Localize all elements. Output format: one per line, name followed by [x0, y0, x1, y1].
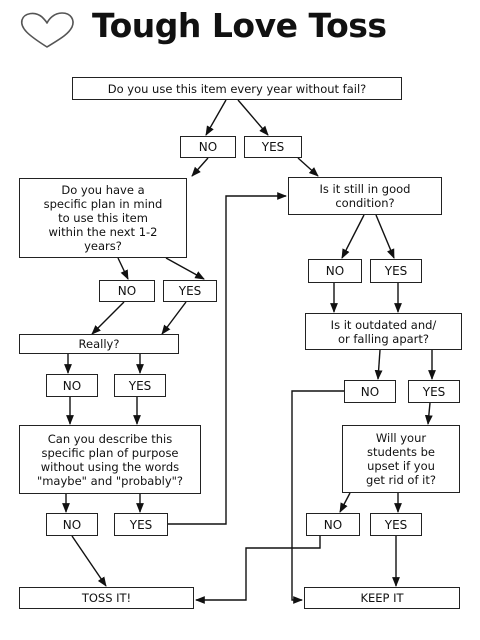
answer-condition-no: NO: [308, 259, 362, 283]
answer-describe-no: NO: [46, 513, 98, 536]
answer-specific-plan-no: NO: [99, 280, 155, 302]
answer-outdated-yes: YES: [408, 380, 460, 403]
question-every-year: Do you use this item every year without …: [72, 77, 402, 100]
answer-really-no: NO: [46, 374, 98, 397]
outcome-keep-it: KEEP IT: [304, 587, 460, 609]
page-title: Tough Love Toss: [92, 6, 387, 45]
answer-outdated-no: NO: [344, 380, 396, 403]
question-students-upset: Will your students be upset if you get r…: [342, 425, 460, 493]
question-specific-plan: Do you have a specific plan in mind to u…: [19, 178, 187, 258]
answer-every-year-yes: YES: [244, 136, 302, 158]
question-good-condition: Is it still in good condition?: [288, 177, 442, 215]
answer-describe-yes: YES: [114, 513, 168, 536]
answer-students-no: NO: [306, 513, 360, 536]
heart-outline-icon: [20, 12, 74, 48]
answer-really-yes: YES: [114, 374, 166, 397]
answer-condition-yes: YES: [370, 259, 422, 283]
outcome-toss-it: TOSS IT!: [19, 587, 194, 609]
question-really: Really?: [19, 334, 179, 354]
answer-specific-plan-yes: YES: [163, 280, 217, 302]
question-outdated: Is it outdated and/ or falling apart?: [305, 313, 462, 350]
answer-students-yes: YES: [370, 513, 422, 536]
question-describe-plan: Can you describe this specific plan of p…: [19, 425, 201, 494]
answer-every-year-no: NO: [180, 136, 236, 158]
